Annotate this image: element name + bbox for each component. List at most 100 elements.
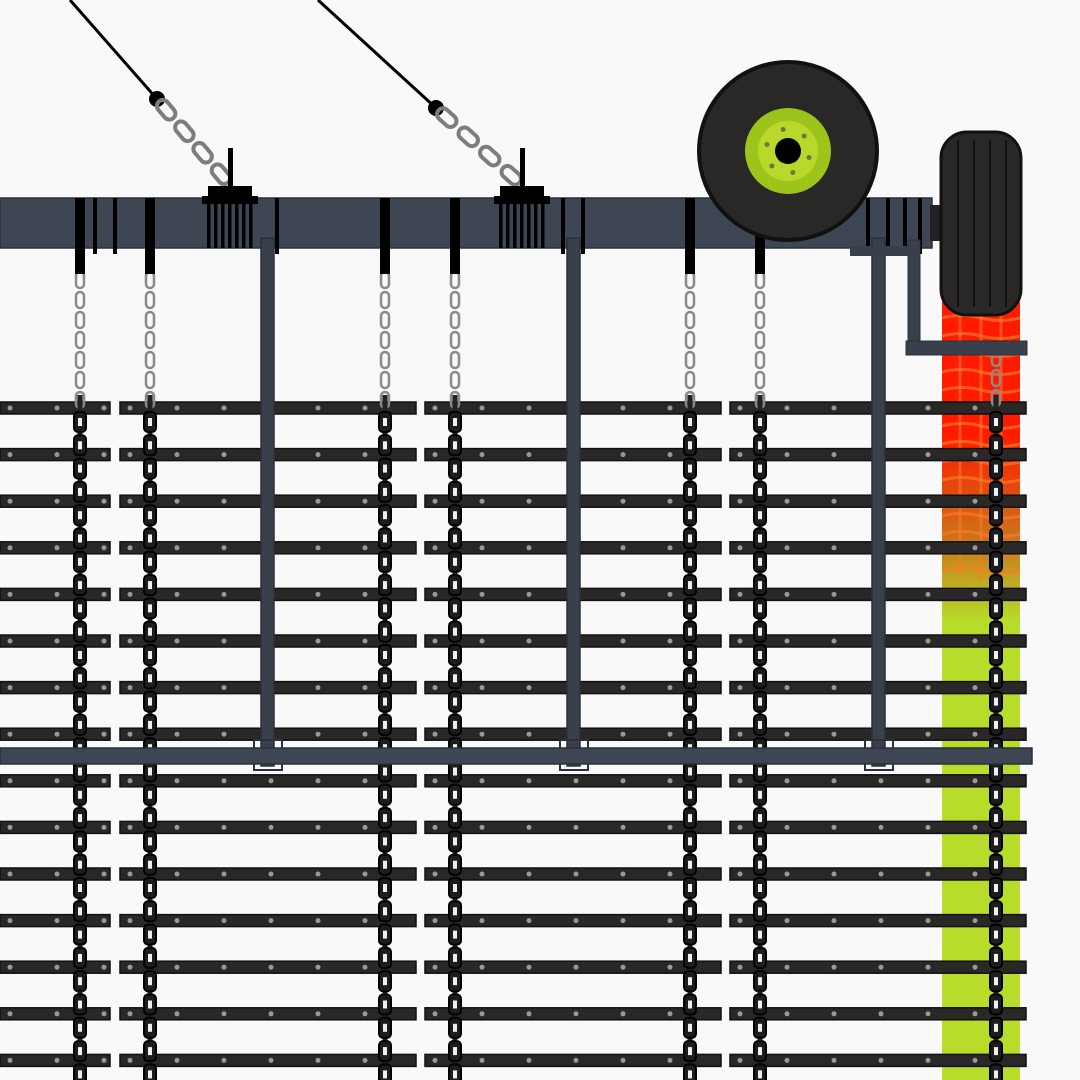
chain-hanger (75, 198, 85, 274)
tine-bar (729, 1007, 1027, 1021)
tine-bar (424, 774, 722, 788)
chain-link-hole (758, 837, 762, 846)
chain-link-hole (688, 534, 692, 543)
tine-bar (424, 820, 722, 835)
bar-rivet (221, 405, 227, 411)
chain-link-hole (383, 767, 387, 776)
bar-rivet (784, 591, 790, 597)
bar-rivet (526, 545, 532, 551)
bar-rivet (831, 918, 837, 924)
chain-link-hole (148, 697, 152, 706)
bar-rivet (526, 964, 532, 970)
chain-link-hole (758, 1023, 762, 1032)
bar-rivet (972, 871, 978, 877)
bar-rivet (127, 918, 133, 924)
bar-rivet (831, 1011, 837, 1017)
bracket-tooth (249, 200, 253, 248)
chain-link-hole (453, 651, 457, 659)
bar-rivet (315, 964, 321, 970)
chain-link-hole (688, 651, 692, 659)
lug-nut (769, 163, 775, 169)
bar-rivet (174, 685, 180, 691)
chain-link-hole (148, 534, 152, 543)
gray-chain-link (449, 290, 461, 310)
bar-rivet (221, 964, 227, 970)
chain-link-hole (994, 557, 998, 566)
tine-bar (729, 960, 1027, 974)
chain-link-hole (148, 790, 152, 799)
bar-rivet (620, 1057, 626, 1063)
bar-rivet (315, 731, 321, 737)
chain-link-hole (383, 674, 387, 683)
bar-rivet (432, 1057, 438, 1063)
bar-rivet (573, 871, 579, 877)
bar-rivet (54, 405, 60, 411)
bar-rivet (479, 824, 485, 830)
chain-link-hole (383, 1070, 387, 1079)
bar-rivet (315, 1057, 321, 1063)
bar-rivet (667, 638, 673, 644)
bar-rivet (667, 498, 673, 504)
chain-link-hole (994, 953, 998, 962)
chain-link-hole (148, 511, 152, 520)
bar-rivet (878, 1057, 884, 1063)
bar-rivet (7, 731, 13, 737)
gray-chain-link (754, 290, 766, 310)
bar-rivet (127, 824, 133, 830)
chain-link-hole (688, 1047, 692, 1056)
bar-rivet (925, 964, 931, 970)
gray-chain-link (754, 350, 766, 370)
bar-rivet (972, 405, 978, 411)
chain-link-hole (453, 930, 457, 939)
chain-link-hole (383, 1023, 387, 1032)
bar-rivet (221, 731, 227, 737)
frame-post (260, 237, 275, 767)
bar-rivet (362, 778, 368, 784)
bar-rivet (54, 545, 60, 551)
chain-link-hole (383, 860, 387, 869)
chain-link-hole (383, 953, 387, 962)
bar-rivet (784, 452, 790, 458)
chain-link-hole (453, 790, 457, 799)
bracket-tooth (235, 200, 239, 248)
chain-link-hole (383, 884, 387, 892)
bar-rivet (667, 1011, 673, 1017)
chain-link-hole (78, 720, 82, 729)
chain-link-hole (994, 627, 998, 636)
chain-link-hole (688, 953, 692, 962)
bar-rivet (221, 498, 227, 504)
bar-rivet (878, 1011, 884, 1017)
bracket-tooth (228, 200, 232, 248)
chain-link-hole (994, 907, 998, 916)
bar-rivet (315, 638, 321, 644)
chain-link-hole (383, 907, 387, 916)
bar-rivet (878, 918, 884, 924)
bar-rivet (784, 685, 790, 691)
bar-rivet (315, 824, 321, 830)
chain-link-hole (453, 487, 457, 496)
bar-rivet (972, 545, 978, 551)
chain-link-hole (453, 1023, 457, 1032)
chain-link-hole (453, 627, 457, 636)
chain-link-hole (758, 604, 762, 613)
bar-rivet (479, 1011, 485, 1017)
bar-rivet (737, 871, 743, 877)
tine-bar (729, 913, 1027, 928)
gray-chain-link (990, 368, 1002, 388)
beam-stripe (886, 198, 890, 254)
chain-link-hole (383, 464, 387, 473)
chain-link-hole (383, 418, 387, 426)
chain-link-hole (453, 884, 457, 892)
chain-link-hole (994, 604, 998, 613)
chain-link-hole (78, 627, 82, 636)
bar-rivet (526, 685, 532, 691)
bar-rivet (972, 1057, 978, 1063)
chain-link-hole (148, 441, 152, 450)
tine-bar (729, 820, 1027, 835)
gray-chain-link (684, 370, 696, 390)
bar-rivet (925, 591, 931, 597)
gray-chain-link (144, 290, 156, 310)
chain-link-hole (148, 814, 152, 823)
bar-rivet (479, 685, 485, 691)
